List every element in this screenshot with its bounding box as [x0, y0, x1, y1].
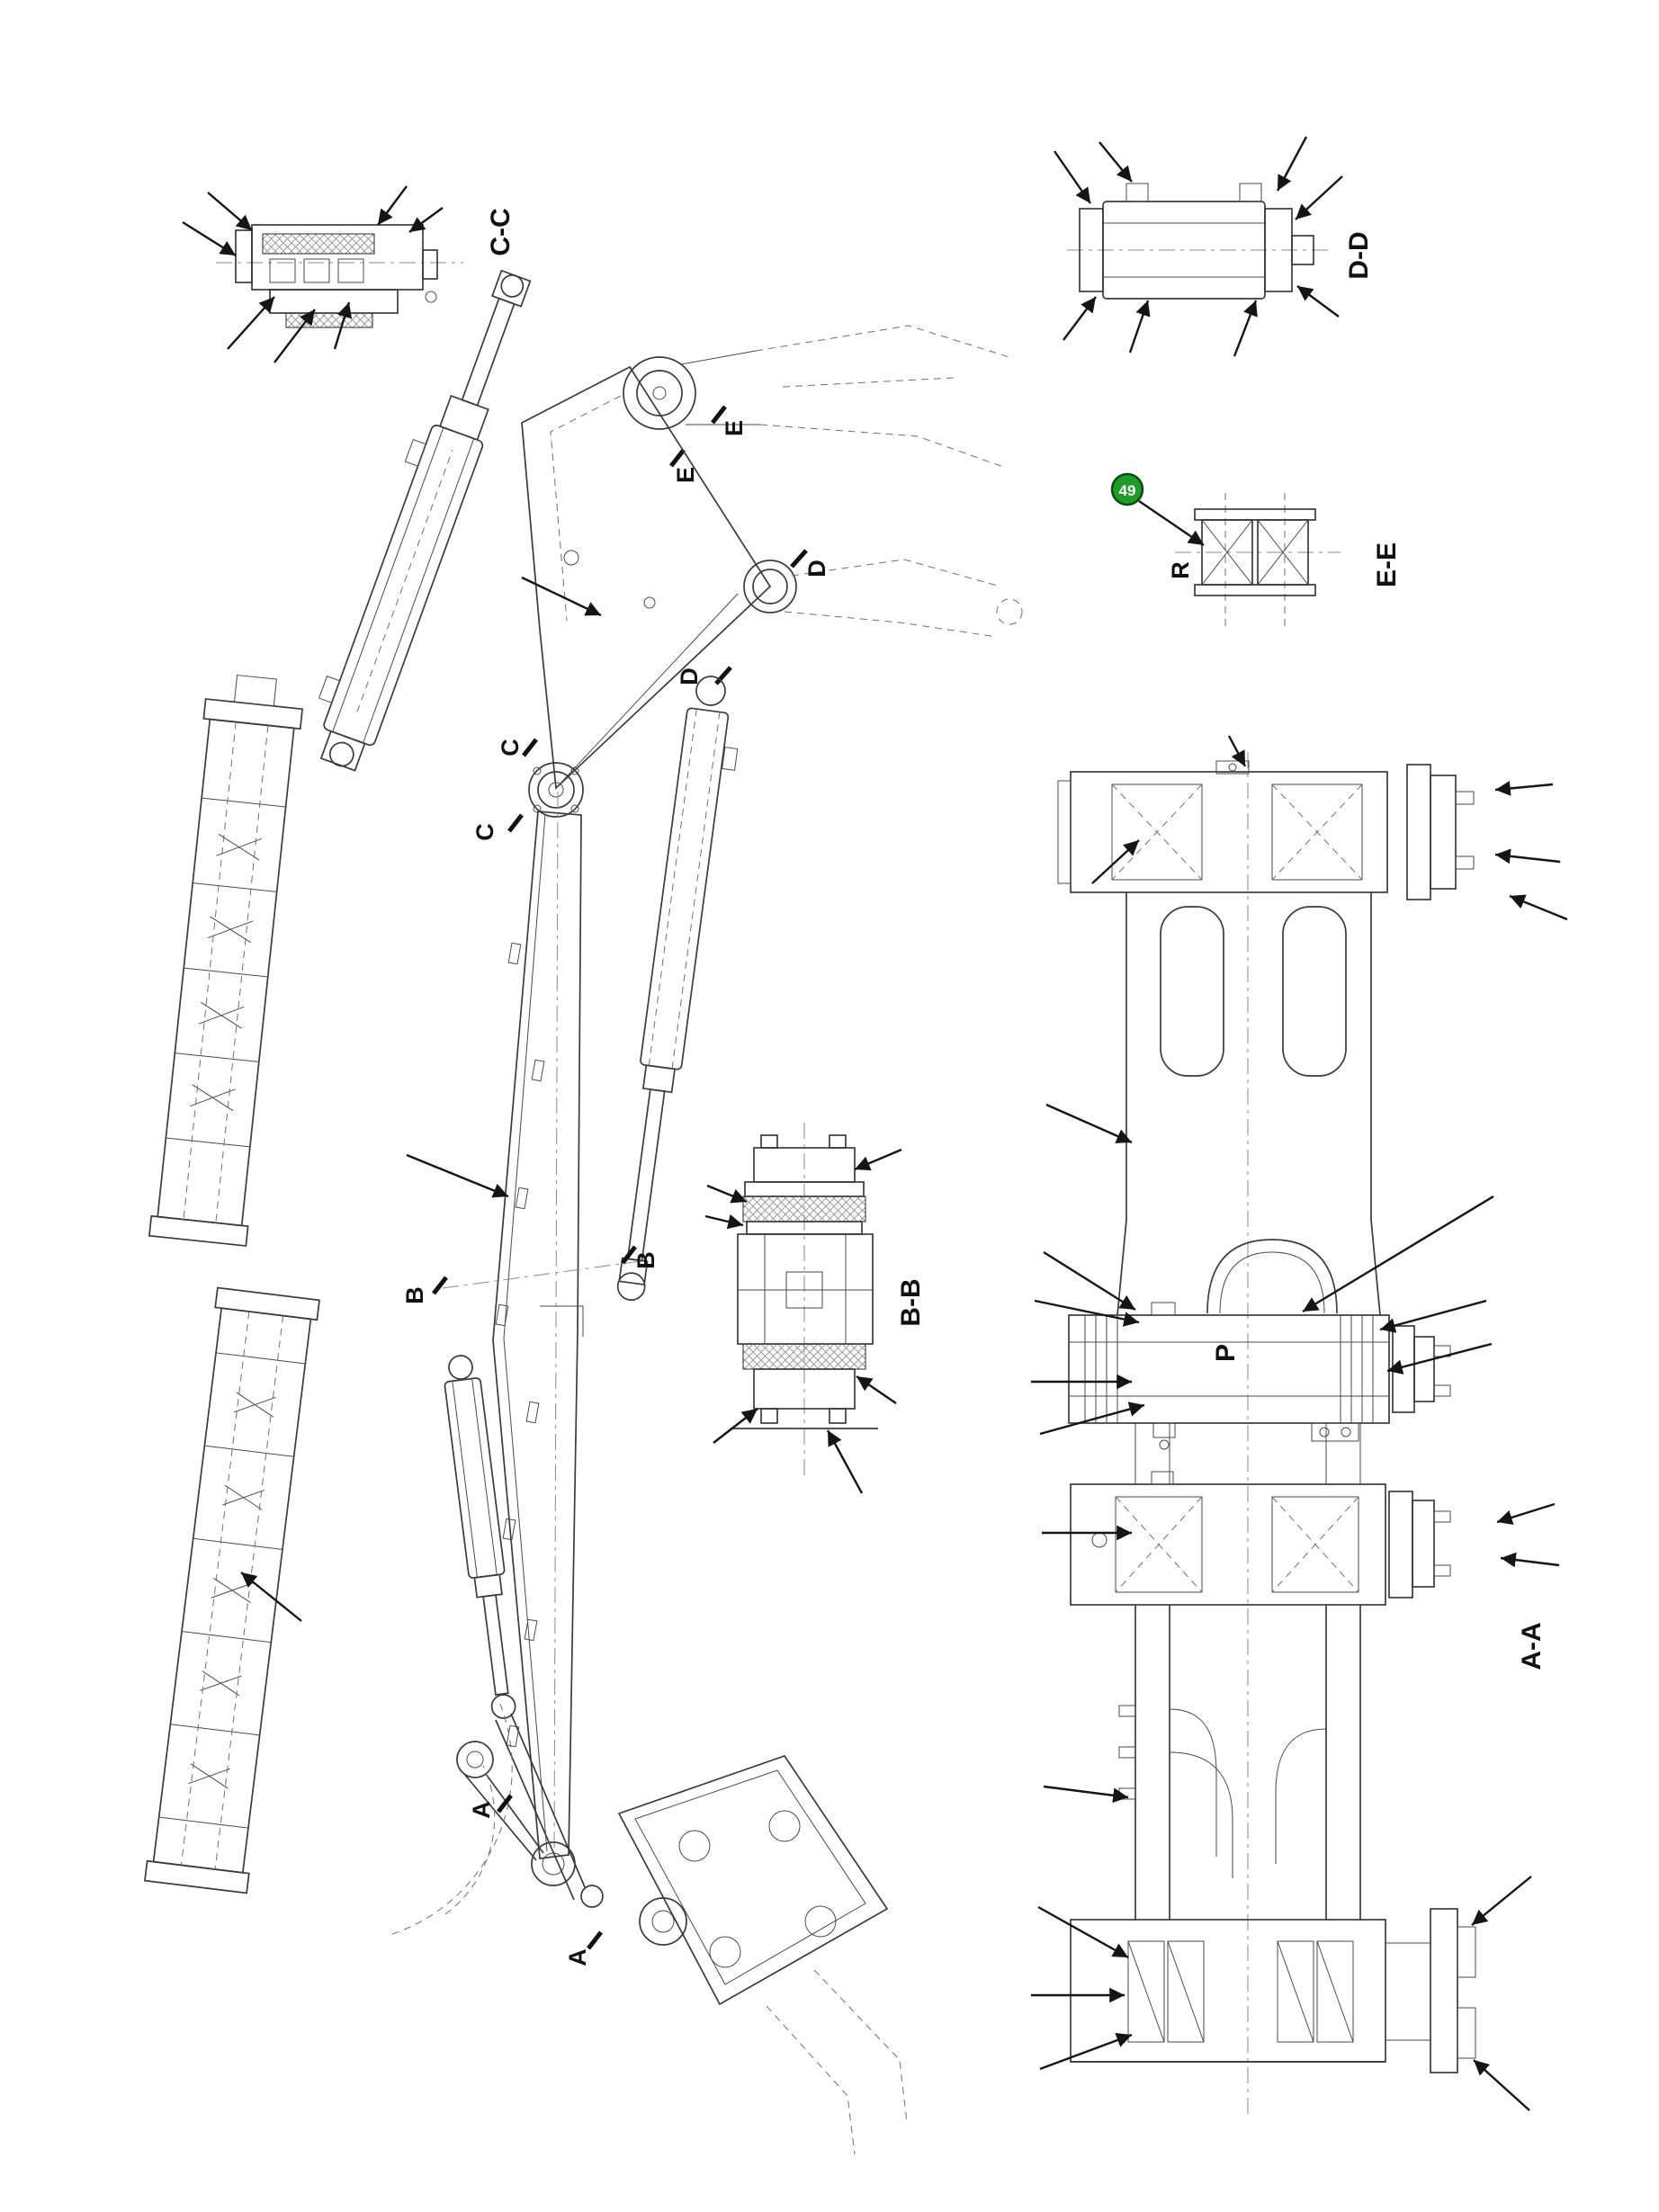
- label-part-r: R: [1167, 561, 1194, 579]
- bolt-hole: [1091, 1532, 1107, 1548]
- bucket-cylinder: [444, 1355, 516, 1719]
- leader-arrow: [227, 296, 275, 350]
- cut-letter-d-upper: D: [803, 560, 830, 578]
- boom-assembly: E E D D C C: [391, 325, 1023, 2155]
- leader-arrow: [1045, 1103, 1133, 1144]
- leader-arrow: [1138, 500, 1205, 546]
- leader-arrow: [1063, 296, 1097, 341]
- leader-arrow: [1276, 136, 1308, 192]
- leader-arrow: [406, 1153, 509, 1198]
- leader-arrow: [1091, 839, 1140, 884]
- callout-number: 49: [1119, 482, 1136, 499]
- port-boss: [1125, 183, 1149, 202]
- port-boss: [318, 676, 341, 703]
- cylinder-eye: [328, 741, 354, 767]
- leader-arrow: [1496, 1502, 1556, 1526]
- leader-arrows-dd: [1054, 136, 1343, 357]
- port-boss: [404, 438, 427, 467]
- leader-arrows-bb: [704, 1148, 902, 1494]
- boom-gusset-plate: [521, 365, 772, 790]
- leader-arrow: [1500, 1552, 1560, 1568]
- leader-arrow: [1379, 1299, 1487, 1333]
- leader-arrow: [826, 1429, 864, 1494]
- cut-letter-e-upper: E: [721, 420, 748, 436]
- label-section-cc: C-C: [486, 208, 516, 255]
- leader-arrow: [408, 207, 444, 233]
- leader-arrow: [1302, 1195, 1494, 1313]
- leader-arrow: [713, 1408, 758, 1444]
- leader-arrow: [1471, 1876, 1532, 1926]
- leader-arrow: [182, 220, 237, 257]
- boom-member: [492, 810, 582, 1859]
- leader-arrow: [1039, 1402, 1145, 1436]
- leader-arrows-aa-top: [1091, 735, 1568, 921]
- callout-balloon[interactable]: [1110, 472, 1144, 506]
- leader-arrow: [521, 576, 602, 617]
- section-view-aa: P: [1031, 735, 1568, 2114]
- hook-detail: [425, 291, 437, 303]
- cut-letter-a-lower: A: [564, 1948, 591, 1966]
- leader-arrow: [1386, 1342, 1493, 1375]
- arm-section-upper-left: [148, 674, 303, 1247]
- label-part-p: P: [1211, 1344, 1241, 1362]
- leader-arrow: [854, 1148, 902, 1171]
- leader-arrow: [1043, 1250, 1136, 1312]
- cut-letter-e-lower: E: [672, 467, 699, 483]
- bucket-link-pin: [580, 1885, 604, 1908]
- label-section-dd: D-D: [1344, 231, 1374, 279]
- leader-arrow: [1054, 150, 1091, 204]
- callout-49[interactable]: 49: [1110, 472, 1144, 506]
- label-section-bb: B-B: [896, 1278, 926, 1326]
- leader-arrow: [1473, 2059, 1530, 2111]
- leader-arrow: [1509, 894, 1568, 921]
- cut-letter-b-left: B: [401, 1286, 428, 1304]
- leader-arrow: [1043, 1785, 1129, 1804]
- leader-arrow: [704, 1213, 744, 1230]
- leader-arrow: [1034, 1299, 1140, 1327]
- label-section-aa: A-A: [1517, 1622, 1547, 1670]
- boom-foot-pin: [623, 356, 696, 430]
- leader-arrow: [856, 1375, 897, 1404]
- arm-section-lower-left: [144, 1286, 320, 1894]
- leader-arrows-cc: [182, 185, 444, 363]
- boom-nose-pin-c: [528, 762, 584, 818]
- leader-arrows-aa-middle: [1031, 1195, 1494, 1436]
- coupler-bracket: [617, 1754, 908, 2155]
- leader-arrow: [1295, 175, 1343, 220]
- leader-arrow: [1128, 300, 1151, 354]
- leader-arrow: [706, 1184, 748, 1204]
- leader-arrows-aa-lower-flange: [1042, 1502, 1560, 1568]
- leader-arrow: [240, 1572, 302, 1622]
- section-view-cc: C-C: [182, 185, 516, 363]
- arm-cylinder: [616, 676, 739, 1301]
- cut-letter-a-upper: A: [468, 1801, 495, 1819]
- leader-arrows-aa-bottom: [1031, 1876, 1532, 2111]
- leader-arrow: [207, 192, 253, 231]
- idler-link-pin: [456, 1741, 494, 1778]
- label-section-ee: E-E: [1372, 542, 1402, 587]
- leader-arrow: [377, 185, 408, 226]
- leader-arrow: [274, 309, 316, 363]
- leader-arrow: [1494, 781, 1554, 796]
- cut-letter-b-right: B: [632, 1251, 659, 1269]
- cut-letter-d-lower: D: [676, 667, 703, 685]
- leader-arrow: [1099, 141, 1133, 183]
- cut-letter-c-upper: C: [497, 739, 524, 757]
- leader-arrow: [1227, 735, 1247, 767]
- port-boss: [1239, 183, 1262, 202]
- section-view-ee: 49 R E-E: [1110, 472, 1402, 630]
- link-pin-d: [743, 560, 797, 613]
- leader-arrow: [1296, 285, 1340, 318]
- leader-arrow: [1233, 300, 1258, 357]
- cut-letter-c-lower: C: [471, 823, 498, 841]
- boom-cylinder-upper: [318, 269, 532, 772]
- leader-arrow: [1039, 2032, 1133, 2071]
- section-view-bb: B-B: [704, 1123, 926, 1494]
- leader-arrow: [333, 301, 353, 350]
- rod-eye: [500, 274, 525, 298]
- leader-arrow: [1494, 848, 1561, 864]
- leader-arrow: [1037, 1905, 1129, 1959]
- section-view-dd: D-D: [1054, 136, 1374, 357]
